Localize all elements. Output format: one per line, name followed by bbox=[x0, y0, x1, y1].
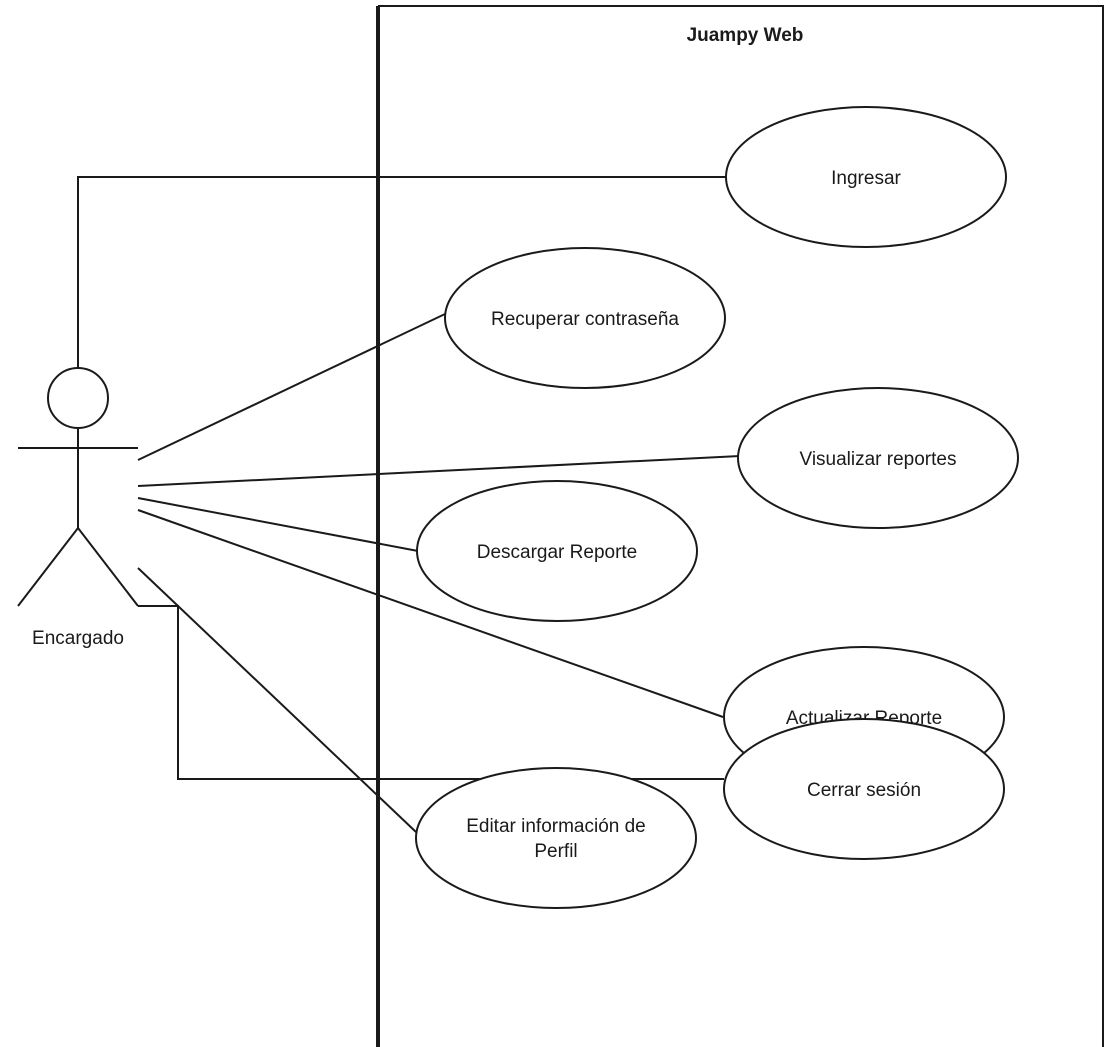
association-ingresar bbox=[77, 176, 726, 368]
use-case-editar-label-line-2: Perfil bbox=[534, 841, 577, 862]
association-editar bbox=[137, 567, 417, 833]
use-case-visualizar-label: Visualizar reportes bbox=[799, 449, 956, 470]
actor-left-leg bbox=[17, 527, 79, 607]
use-case-visualizar-ellipse bbox=[737, 387, 1019, 529]
use-case-recuperar-ellipse bbox=[444, 247, 726, 389]
use-case-recuperar-label: Recuperar contraseña bbox=[491, 309, 679, 330]
system-title: Juampy Web bbox=[687, 25, 804, 46]
use-case-recuperar: Recuperar contraseña bbox=[444, 247, 726, 389]
actor-head bbox=[47, 367, 109, 429]
use-case-ingresar: Ingresar bbox=[725, 106, 1007, 248]
actor-label: Encargado bbox=[32, 628, 124, 649]
use-case-ingresar-label: Ingresar bbox=[831, 168, 901, 189]
use-case-descargar-ellipse bbox=[416, 480, 698, 622]
use-case-editar: Editar información de Perfil bbox=[415, 767, 697, 909]
use-case-cerrar: Cerrar sesión bbox=[723, 718, 1005, 860]
use-case-editar-ellipse bbox=[415, 767, 697, 909]
use-case-cerrar-ellipse bbox=[723, 718, 1005, 860]
use-case-visualizar: Visualizar reportes bbox=[737, 387, 1019, 529]
association-cerrar bbox=[138, 605, 724, 780]
use-case-editar-label-line-1: Editar información de bbox=[466, 816, 646, 837]
use-case-descargar: Descargar Reporte bbox=[416, 480, 698, 622]
association-actualizar bbox=[137, 509, 724, 718]
association-visualizar bbox=[137, 455, 741, 487]
use-case-cerrar-label: Cerrar sesión bbox=[807, 780, 921, 801]
use-case-ingresar-ellipse bbox=[725, 106, 1007, 248]
actor-encargado: Encargado bbox=[17, 367, 139, 649]
use-case-descargar-label: Descargar Reporte bbox=[477, 542, 638, 563]
association-descargar bbox=[137, 497, 419, 552]
system-boundary: Juampy Web bbox=[376, 5, 1104, 1047]
actor-right-leg bbox=[77, 527, 139, 607]
associations bbox=[77, 176, 741, 833]
association-recuperar bbox=[137, 313, 446, 461]
